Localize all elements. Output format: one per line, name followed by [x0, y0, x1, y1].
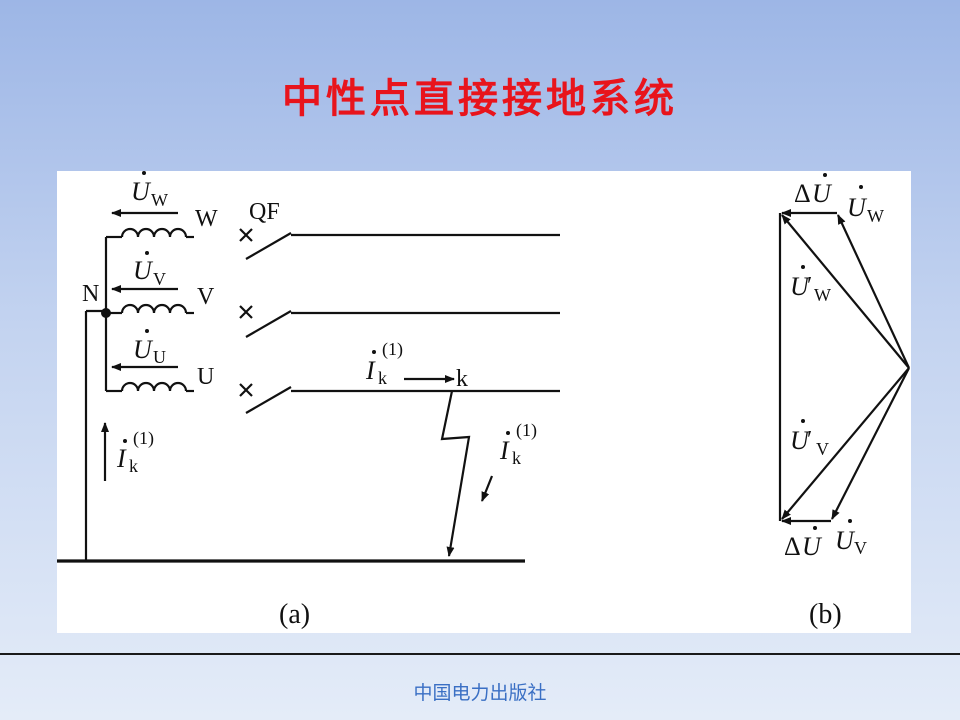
uu-main: U [133, 335, 154, 364]
uw-main: U [131, 177, 152, 206]
diagram-panel: W V U N QF k U W U V U U [57, 171, 911, 633]
uv-sub: V [153, 269, 166, 289]
b-uw-symbol: U W [847, 185, 884, 226]
phase-v-label: V [197, 284, 215, 310]
delta-u-top-main: U [812, 179, 833, 208]
b-uv-sub: V [854, 538, 867, 558]
ik-earth-symbol: I k (1) [499, 420, 537, 468]
b-uw-sub: W [867, 206, 884, 226]
v-winding-coil [120, 303, 188, 314]
breaker-v-cross [239, 305, 253, 319]
breaker-w-cross [239, 228, 253, 242]
breaker-u-cross [239, 383, 253, 397]
circuit-diagram: W V U N QF k U W U V U U [57, 171, 910, 630]
ik-ground-sub: k [129, 456, 138, 476]
uw-symbol: U W [131, 171, 168, 210]
footer-divider [0, 653, 960, 655]
breaker-w-blade [245, 232, 292, 260]
breaker-v-blade [245, 310, 292, 338]
phasor-b [778, 209, 910, 525]
delta-u-bottom-main: U [802, 532, 823, 561]
ik-fault-main: I [365, 356, 376, 385]
ik-earth-main: I [499, 436, 510, 465]
b-uv-symbol: U V [835, 519, 867, 558]
delta-u-top-symbol: Δ U [794, 173, 833, 208]
uw-prime-main: U [790, 272, 811, 301]
earth-current-arrow [480, 475, 494, 502]
delta-u-bottom-delta: Δ [784, 532, 801, 561]
neutral-label: N [82, 281, 99, 307]
b-uv-main: U [835, 526, 856, 555]
u-winding-coil [120, 381, 188, 392]
delta-u-bottom-symbol: Δ U [784, 526, 823, 561]
ik-earth-sub: k [512, 448, 521, 468]
ik-fault-sup: (1) [382, 339, 403, 360]
delta-u-top-delta: Δ [794, 179, 811, 208]
b-uw-main: U [847, 193, 868, 222]
ik-ground-symbol: I k (1) [116, 428, 154, 476]
ik-ground-sup: (1) [133, 428, 154, 449]
uv-prime-main: U [790, 426, 811, 455]
ik-earth-sup: (1) [516, 420, 537, 441]
fault-lightning-path [440, 390, 471, 557]
breaker-label: QF [249, 199, 280, 225]
circuit-a [57, 209, 560, 563]
uv-prime-mark: ′ [807, 427, 812, 453]
uv-phasor [831, 367, 910, 520]
uw-prime-phasor [781, 214, 910, 369]
breaker-u-blade [245, 386, 292, 414]
uw-prime-sub: W [814, 285, 831, 305]
uu-sub: U [153, 347, 166, 367]
fault-point-label: k [456, 366, 468, 392]
uv-main: U [133, 256, 154, 285]
uv-symbol: U V [133, 251, 166, 289]
uv-prime-symbol: U ′ V [790, 419, 829, 459]
uw-sub: W [151, 190, 168, 210]
publisher-label: 中国电力出版社 [413, 682, 547, 704]
uu-symbol: U U [133, 329, 166, 367]
uw-prime-mark: ′ [807, 273, 812, 299]
ik-fault-symbol: I k (1) [365, 339, 403, 388]
slide-title: 中性点直接接地系统 [282, 76, 678, 122]
ik-ground-main: I [116, 444, 127, 473]
uw-prime-symbol: U ′ W [790, 265, 831, 305]
uv-prime-sub: V [816, 439, 829, 459]
phase-u-label: U [197, 364, 214, 390]
phase-w-label: W [195, 206, 218, 232]
caption-b: (b) [809, 599, 842, 630]
uw-phasor [837, 214, 910, 369]
neutral-node [101, 308, 111, 318]
w-winding-coil [120, 227, 188, 238]
ik-fault-sub: k [378, 368, 387, 388]
caption-a: (a) [279, 599, 310, 630]
uv-prime-phasor [781, 367, 910, 520]
